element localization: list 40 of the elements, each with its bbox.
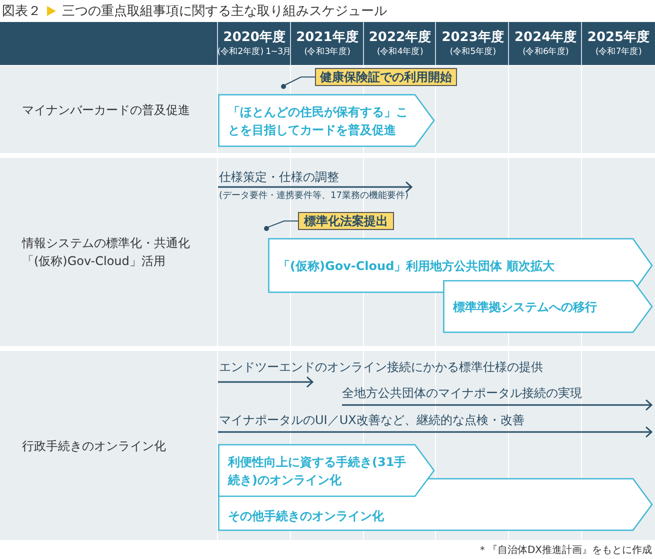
timeline-note: (データ要件・連携要件等、17業務の機能要件) <box>219 191 408 202</box>
timeline-text: マイナポータルのUI／UX改善など、継続的な点検・改善 <box>219 413 524 427</box>
year-heading: 2020年度 <box>223 30 286 46</box>
year-heading: 2025年度 <box>587 30 650 46</box>
year-heading: 2023年度 <box>442 30 504 46</box>
row-heading: 情報システムの標準化・共通化「(仮称)Gov-Cloud」活用 <box>22 235 191 270</box>
era-subheading: (令和3年度) <box>304 46 350 58</box>
row-heading: マイナンバーカードの普及促進 <box>22 102 191 118</box>
leader-line <box>268 220 298 228</box>
timeline-text: 仕様策定・仕様の調整 <box>219 170 339 184</box>
row-heading: 行政手続きのオンライン化 <box>22 438 167 454</box>
era-subheading: (令和5年度) <box>450 46 496 58</box>
chevron-box <box>218 444 435 497</box>
callout-box <box>315 68 457 86</box>
era-subheading: (令和7年度) <box>596 46 642 58</box>
leader-line <box>284 76 316 86</box>
year-heading: 2024年度 <box>514 30 577 46</box>
chevron-label: 利便性向上に資する手続き(31手続き)のオンライン化 <box>228 454 408 488</box>
chevron-label: 「ほとんどの住民が保有する」ことを目指してカードを普及促進 <box>228 104 409 138</box>
chevron-box <box>218 94 435 147</box>
figure-number: 図表２ <box>2 4 41 18</box>
timeline-text: エンドツーエンドのオンライン接続にかかる標準仕様の提供 <box>219 360 543 374</box>
chevron-label: 「(仮称)Gov-Cloud」利用地方公共団体 順次拡大 <box>278 258 556 274</box>
chevron-label: 標準準拠システムへの移行 <box>453 298 598 316</box>
callout-text: 健康保険証での利用開始 <box>320 71 452 83</box>
source-note: ＊『自治体DX推進計画』をもとに作成 <box>477 544 652 557</box>
year-heading: 2021年度 <box>296 30 358 46</box>
row-band <box>0 66 655 153</box>
callout-text: 標準化法案提出 <box>304 215 388 227</box>
row-band <box>0 158 655 346</box>
era-subheading: (令和2年度) 1~3月 <box>217 46 292 58</box>
timeline-text: 全地方公共団体のマイナポータル接続の実現 <box>342 386 582 400</box>
era-subheading: (令和4年度) <box>377 46 423 58</box>
chevron-label: その他手続きのオンライン化 <box>228 508 385 524</box>
row-band <box>0 351 655 540</box>
title: 三つの重点取組事項に関する主な取り組みスケジュール <box>62 4 387 18</box>
era-subheading: (令和6年度) <box>522 46 569 58</box>
chevron-box <box>443 280 653 333</box>
year-heading: 2022年度 <box>368 30 432 46</box>
callout-box <box>298 212 394 230</box>
